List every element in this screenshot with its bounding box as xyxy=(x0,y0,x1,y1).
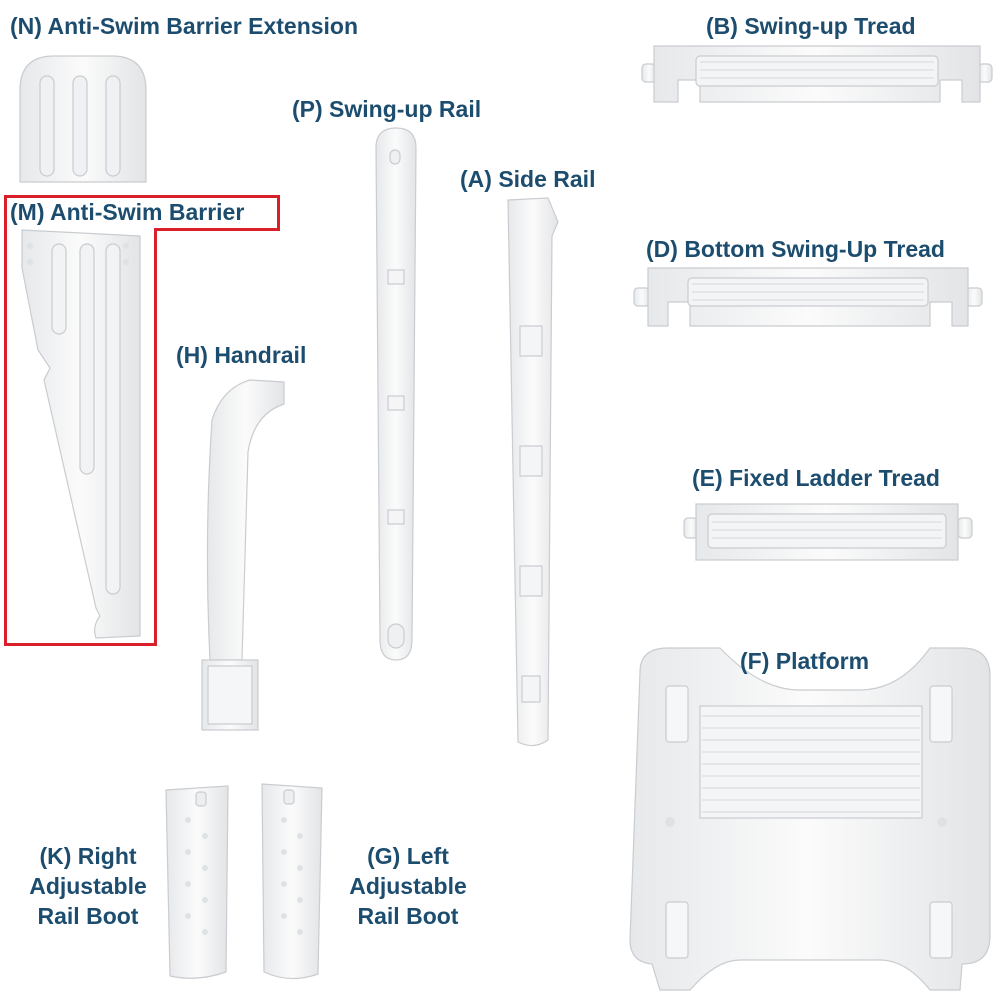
label-line: Adjustable xyxy=(29,872,147,899)
fixed-ladder-tread-part xyxy=(683,503,973,561)
swing-up-tread-part xyxy=(641,45,993,103)
label-anti-swim-barrier: (M) Anti-Swim Barrier xyxy=(10,199,245,225)
handrail-part xyxy=(201,379,285,731)
label-line: Adjustable xyxy=(349,872,467,899)
anti-swim-barrier-extension-part xyxy=(19,55,147,183)
label-handrail: (H) Handrail xyxy=(176,342,307,368)
label-anti-swim-barrier-extension: (N) Anti-Swim Barrier Extension xyxy=(10,13,359,39)
label-bottom-swing-up-tread: (D) Bottom Swing-Up Tread xyxy=(646,236,945,262)
label-line: Rail Boot xyxy=(37,902,139,929)
label-line: Rail Boot xyxy=(357,902,459,929)
right-adjustable-rail-boot-part xyxy=(165,785,229,979)
label-line: (G) Left xyxy=(367,843,449,869)
label-swing-up-rail: (P) Swing-up Rail xyxy=(292,96,482,122)
left-adjustable-rail-boot-part xyxy=(261,783,323,980)
label-side-rail: (A) Side Rail xyxy=(460,166,596,192)
anti-swim-barrier-highlight-body xyxy=(4,228,157,646)
label-platform: (F) Platform xyxy=(740,648,870,674)
label-left-adjustable-rail-boot: (G) Left Adjustable Rail Boot xyxy=(338,842,478,932)
side-rail-part xyxy=(507,197,559,747)
platform-part xyxy=(629,647,991,991)
anti-swim-barrier-highlight xyxy=(4,195,280,231)
bottom-swing-up-tread-part xyxy=(633,267,983,327)
label-line: (K) Right xyxy=(39,843,137,869)
label-right-adjustable-rail-boot: (K) Right Adjustable Rail Boot xyxy=(18,842,158,932)
label-swing-up-tread: (B) Swing-up Tread xyxy=(706,13,916,39)
anti-swim-barrier-part xyxy=(21,229,141,639)
label-fixed-ladder-tread: (E) Fixed Ladder Tread xyxy=(692,465,940,491)
anti-swim-barrier-highlight-join xyxy=(154,228,280,231)
swing-up-rail-part xyxy=(375,127,417,661)
